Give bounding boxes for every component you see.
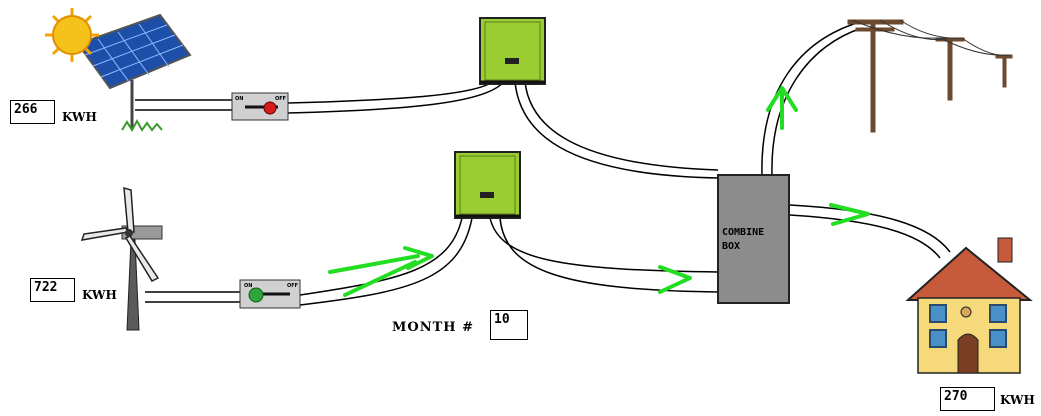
combine-box-line1: COMBINE bbox=[722, 227, 765, 238]
wind-switch-off-label: OFF bbox=[287, 283, 298, 289]
combine-box-line2: BOX bbox=[722, 241, 741, 252]
cables bbox=[135, 21, 951, 306]
wind-turbine-icon bbox=[80, 186, 163, 331]
wind-switch[interactable]: ON OFF bbox=[239, 279, 301, 309]
wind-switch-on-label: ON bbox=[244, 283, 252, 289]
sun-icon bbox=[45, 8, 99, 62]
house-kwh-unit: KWH bbox=[1000, 393, 1035, 407]
utility-pole-icon bbox=[847, 19, 1013, 133]
solar-switch[interactable]: ON OFF bbox=[231, 92, 289, 121]
wind-kwh-unit: KWH bbox=[82, 288, 117, 302]
solar-panel-icon bbox=[76, 13, 192, 132]
inverter-bottom-icon bbox=[454, 151, 521, 219]
power-lines bbox=[851, 19, 1011, 56]
combine-box bbox=[717, 174, 790, 304]
month-value: 10 bbox=[490, 310, 528, 340]
solar-switch-on-label: ON bbox=[235, 96, 243, 102]
house-icon bbox=[905, 237, 1033, 374]
inverter-top-icon bbox=[479, 17, 546, 85]
solar-kwh-unit: KWH bbox=[62, 110, 97, 124]
flow-arrows bbox=[328, 86, 870, 297]
solar-switch-off-label: OFF bbox=[275, 96, 286, 102]
house-kwh-value: 270 bbox=[940, 387, 995, 411]
combine-box-label: COMBINE BOX bbox=[722, 226, 764, 254]
month-label: MONTH # bbox=[392, 320, 474, 335]
wind-kwh-value: 722 bbox=[30, 278, 75, 302]
solar-kwh-value: 266 bbox=[10, 100, 55, 124]
